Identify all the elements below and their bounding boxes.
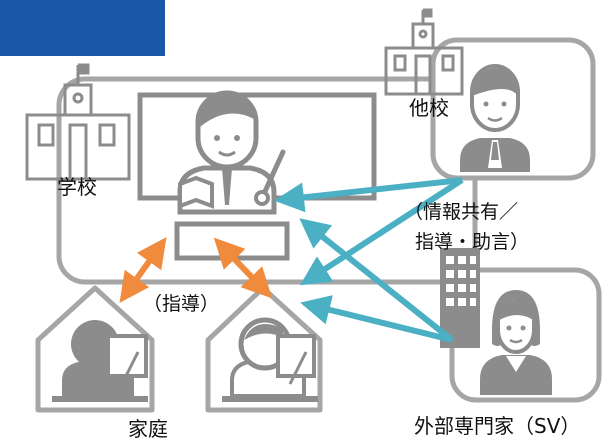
info-sharing-label-line2: 指導・助言） xyxy=(415,231,529,253)
info-arrow-expert-to-teacher xyxy=(299,218,454,343)
info-arrow-otherschool-to-home xyxy=(299,177,464,286)
school-building-icon xyxy=(384,8,464,96)
office-building-icon xyxy=(440,248,480,348)
home-label: 家庭 xyxy=(128,417,168,441)
student-at-desk-icon xyxy=(52,320,148,402)
header-block xyxy=(0,0,165,56)
info-arrow-expert-to-home xyxy=(300,295,453,343)
guidance-label: （指導） xyxy=(143,293,219,315)
other-school-label: 他校 xyxy=(409,96,449,120)
school-building-icon xyxy=(25,63,131,181)
school-label: 学校 xyxy=(57,175,97,199)
woman-icon xyxy=(480,290,552,395)
info-sharing-label-line1: （情報共有／ xyxy=(404,201,518,223)
guidance-arrow-right xyxy=(213,237,273,299)
guidance-arrow-left xyxy=(119,237,167,303)
info-arrow-otherschool-to-teacher xyxy=(274,177,463,213)
man-icon xyxy=(460,64,530,172)
expert-label: 外部専門家（SV） xyxy=(414,414,580,438)
teacher-icon xyxy=(177,90,286,215)
student-at-desk-icon xyxy=(222,317,318,402)
